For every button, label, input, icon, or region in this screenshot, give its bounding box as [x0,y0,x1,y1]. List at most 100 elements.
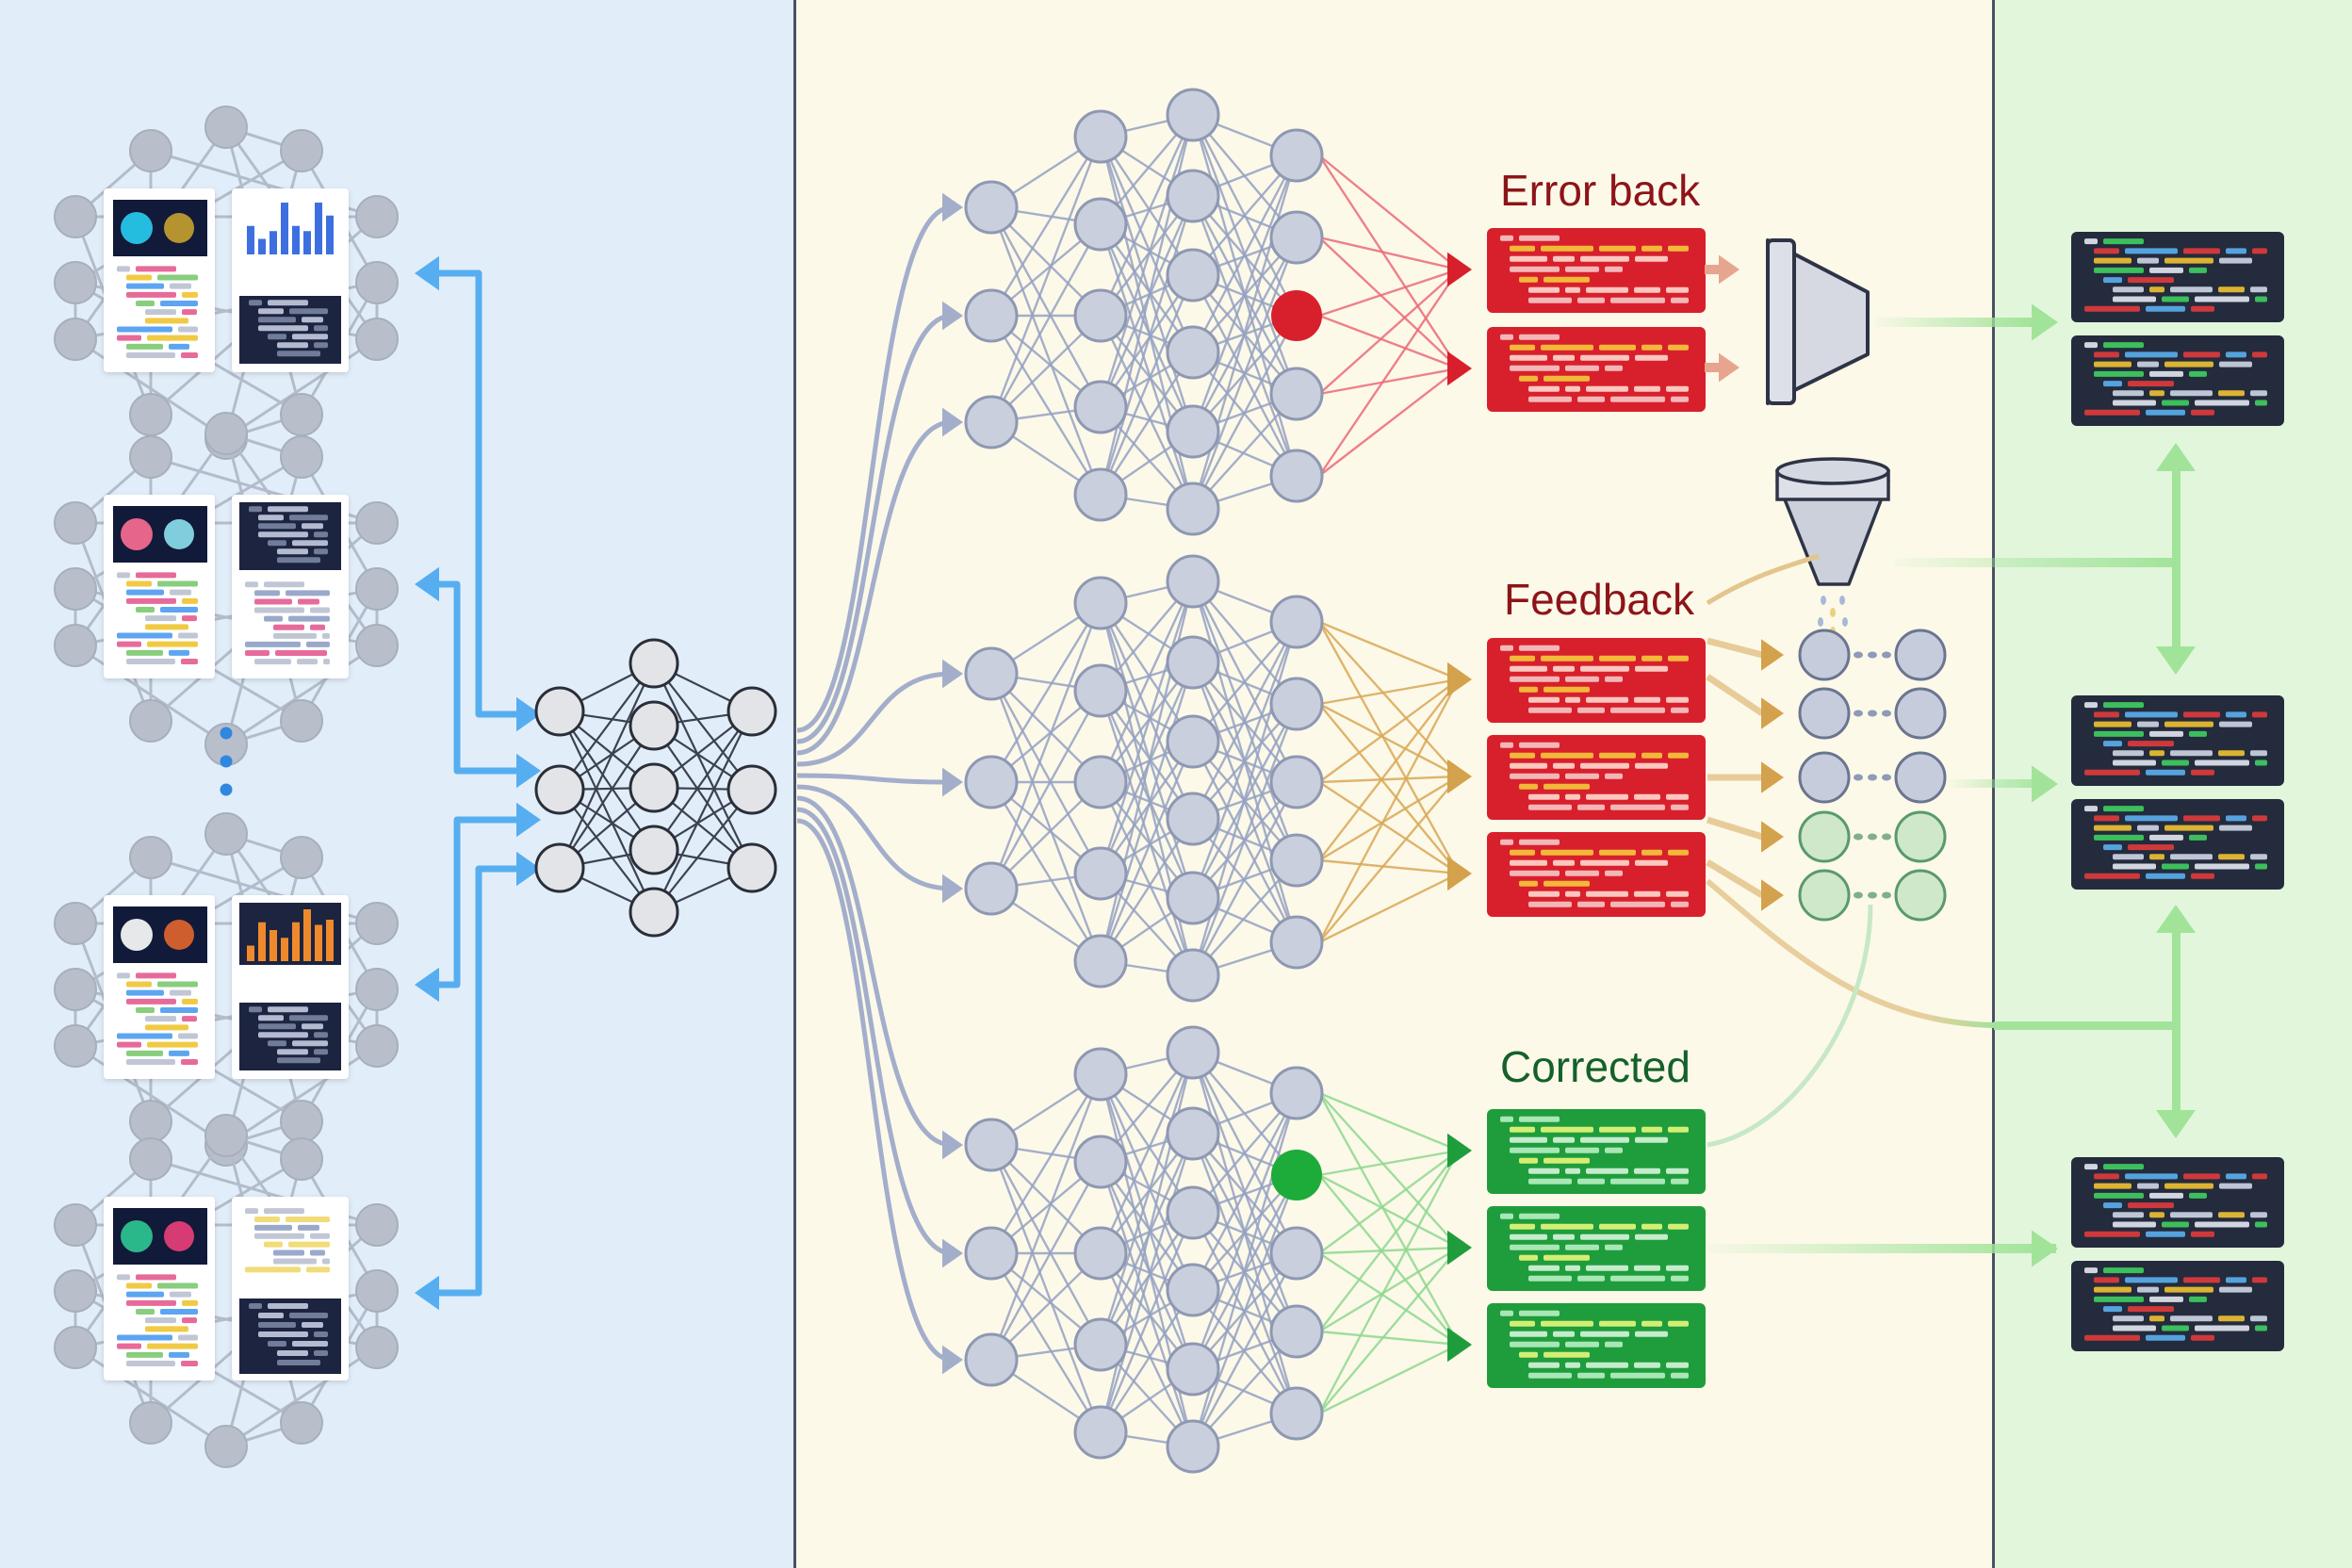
code-token [160,607,198,612]
network-edge [989,206,1102,408]
arrow-right-icon [516,851,541,887]
bidirectional-arrow [435,865,516,1297]
panel-divider [793,0,796,1568]
code-token [1544,375,1590,382]
network-edge [1191,155,1298,353]
code-token [1635,354,1668,361]
code-token [1500,235,1513,241]
code-token [126,291,176,298]
chart-bar [258,922,266,961]
network-edge [989,781,1102,962]
network-node [1166,248,1220,302]
code-token [147,641,198,647]
hub-edge [559,789,655,913]
code-token [1668,1320,1689,1327]
particle-dot [1842,617,1848,627]
code-token [2137,257,2159,264]
chart-bar [270,930,277,961]
arrow-right-icon [942,192,963,222]
arrow-right-icon [1761,761,1784,793]
network-edge [989,223,1102,423]
arrow-right-icon [942,659,963,689]
network-node [1166,871,1220,925]
code-token [1541,245,1593,252]
code-token [2103,806,2144,812]
code-token [1605,1244,1623,1250]
pair-link-dot [1882,891,1891,899]
network-edge [1100,136,1194,276]
code-token [275,650,327,656]
code-token [2094,1277,2119,1283]
cluster-node [54,567,97,611]
code-token [117,572,130,579]
code-token [2103,844,2122,851]
code-token [254,607,304,613]
network-node [1269,128,1324,183]
network-node [1166,948,1220,1003]
output-edge [1318,775,1460,784]
pair-node [1798,751,1851,804]
code-token [2137,825,2159,831]
code-token [2103,342,2144,349]
code-token [126,981,152,988]
code-token [268,334,286,340]
code-token [1577,804,1605,810]
code-token [2094,351,2119,358]
network-edge [1099,602,1195,899]
connector-line [1994,1021,2177,1030]
network-edge [1099,818,1195,962]
arrow-shaft [1706,674,1764,716]
arrow-right-icon [2032,1230,2058,1267]
code-token [2094,257,2132,264]
network-node [1073,288,1128,343]
code-token [1553,665,1575,672]
code-token [1605,266,1623,272]
code-token [1634,696,1660,703]
code-token [117,266,130,272]
code-token [126,283,164,289]
code-token [147,1343,198,1349]
cluster-node [54,1269,97,1313]
code-token [1519,839,1560,845]
code-token [2137,1286,2159,1293]
code-token [1510,1147,1560,1153]
code-token [2149,834,2183,841]
code-token [1586,793,1628,800]
code-token [1565,890,1580,897]
network-edge [1099,1289,1195,1433]
output-edge [1318,1247,1460,1414]
network-edge [1191,1092,1298,1370]
chart-bar [281,203,288,254]
output-edge [1318,780,1460,875]
code-token [1668,245,1689,252]
code-token [2191,873,2214,879]
arrow-left-icon [415,1275,439,1311]
code-token [160,301,198,306]
code-token [1510,245,1535,252]
code-token [2084,873,2140,879]
code-token [1671,1372,1689,1379]
code-token [181,659,198,664]
code-token [1510,849,1535,856]
arrow-down-icon [2156,646,2196,675]
code-token [322,1258,330,1265]
code-token [258,1322,296,1328]
code-token [2164,1183,2213,1189]
feedback-connector [1706,553,1820,606]
code-token [169,1351,189,1358]
network-edge [1099,1133,1195,1433]
cluster-node [280,435,323,479]
network-edge [1191,621,1298,820]
code-token [1500,742,1513,748]
network-edge [1099,602,1195,820]
code-token [258,1313,284,1318]
code-token [2219,1286,2252,1293]
network-edge [989,673,1102,962]
code-token [264,581,304,588]
code-token [147,335,198,341]
network-edge [1100,1073,1194,1214]
code-token [2218,1315,2245,1322]
code-token [2226,815,2246,822]
arrow-right-icon [942,301,963,331]
